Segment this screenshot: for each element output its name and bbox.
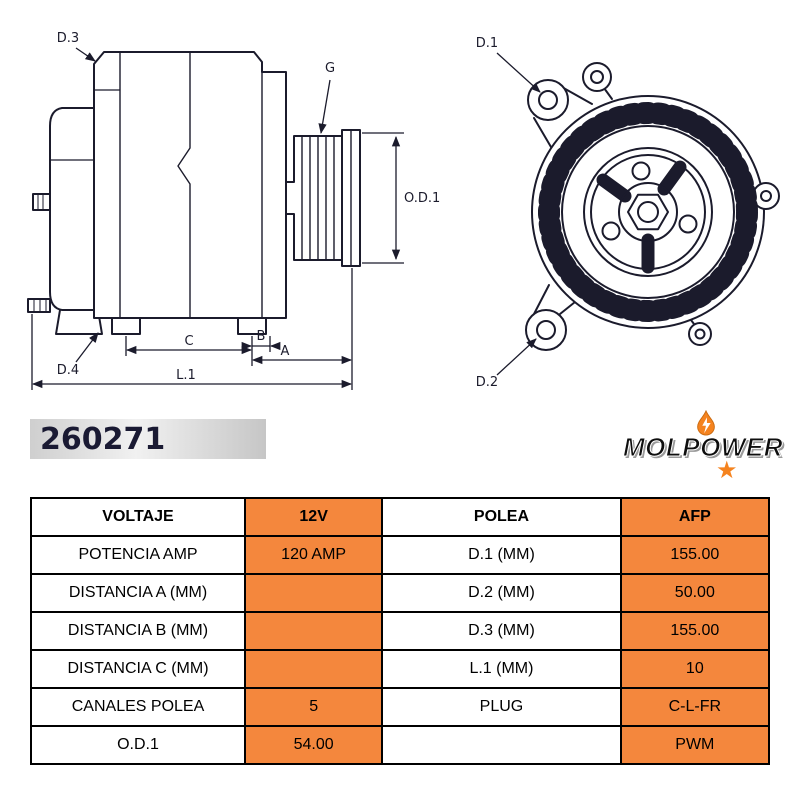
- pulley-front: [583, 147, 713, 277]
- terminal-stud: [32, 193, 51, 211]
- spec-label: CANALES POLEA: [29, 687, 247, 727]
- logo-star-icon: ★: [716, 457, 738, 484]
- dim-label-b: B: [257, 329, 266, 344]
- spec-value: PWM: [619, 725, 771, 765]
- dim-label-d1: D.1: [476, 36, 498, 51]
- table-row: DISTANCIA B (MM) D.3 (MM) 155.00: [29, 611, 771, 651]
- side-view-dimensions: [31, 47, 404, 390]
- spec-value: 5: [244, 687, 384, 727]
- front-view-dimensions: [496, 52, 541, 376]
- spec-value: 50.00: [619, 573, 771, 613]
- dim-label-c: C: [184, 334, 193, 349]
- spec-label: L.1 (MM): [381, 649, 622, 689]
- spec-table: VOLTAJE 12V POLEA AFP POTENCIA AMP 120 A…: [29, 497, 771, 765]
- table-row: CANALES POLEA 5 PLUG C-L-FR: [29, 687, 771, 727]
- vent-slots: [538, 102, 758, 322]
- front-view-drawing: [525, 62, 780, 351]
- spec-label: D.3 (MM): [381, 611, 622, 651]
- spec-label: DISTANCIA B (MM): [29, 611, 247, 651]
- dim-label-g: G: [325, 61, 335, 76]
- dim-label-l1: L.1: [176, 368, 196, 383]
- spec-value: C-L-FR: [619, 687, 771, 727]
- side-view-drawing: [27, 51, 361, 335]
- spec-label: D.1 (MM): [381, 535, 622, 575]
- spec-label: POLEA: [381, 497, 622, 537]
- pulley-side: [285, 129, 361, 267]
- spec-value: [244, 649, 384, 689]
- brand-logo: MOLPOWER ★: [608, 410, 798, 490]
- table-row: DISTANCIA C (MM) L.1 (MM) 10: [29, 649, 771, 689]
- dim-label-d3: D.3: [57, 31, 79, 46]
- dim-label-d4: D.4: [57, 363, 79, 378]
- spec-label: DISTANCIA C (MM): [29, 649, 247, 689]
- part-number: 260271: [40, 421, 166, 457]
- logo-drop-icon: [697, 410, 715, 436]
- table-row: POTENCIA AMP 120 AMP D.1 (MM) 155.00: [29, 535, 771, 575]
- dim-label-a: A: [281, 344, 290, 359]
- table-row: DISTANCIA A (MM) D.2 (MM) 50.00: [29, 573, 771, 613]
- spec-value: 155.00: [619, 611, 771, 651]
- spec-label: POTENCIA AMP: [29, 535, 247, 575]
- spec-value: AFP: [619, 497, 771, 537]
- spec-value: [244, 573, 384, 613]
- spec-value: 120 AMP: [244, 535, 384, 575]
- spec-label: DISTANCIA A (MM): [29, 573, 247, 613]
- spec-value: 54.00: [244, 725, 384, 765]
- dim-label-d2: D.2: [476, 375, 498, 390]
- spec-label: [381, 725, 622, 765]
- spec-label: PLUG: [381, 687, 622, 727]
- table-row: O.D.1 54.00 PWM: [29, 725, 771, 765]
- spec-label: VOLTAJE: [29, 497, 247, 537]
- spec-value: 155.00: [619, 535, 771, 575]
- logo-wordmark: MOLPOWER: [623, 432, 784, 463]
- dim-label-od1: O.D.1: [404, 191, 440, 206]
- mount-bolt: [27, 298, 51, 313]
- spec-value: 10: [619, 649, 771, 689]
- table-row: VOLTAJE 12V POLEA AFP: [29, 497, 771, 537]
- spec-value: [244, 611, 384, 651]
- spec-label: O.D.1: [29, 725, 247, 765]
- spec-label: D.2 (MM): [381, 573, 622, 613]
- technical-drawings: D.3 G O.D.1 D.4 C B A L.1 D.1 D.2: [27, 31, 780, 390]
- spec-value: 12V: [244, 497, 384, 537]
- part-number-bar: 260271: [30, 419, 266, 459]
